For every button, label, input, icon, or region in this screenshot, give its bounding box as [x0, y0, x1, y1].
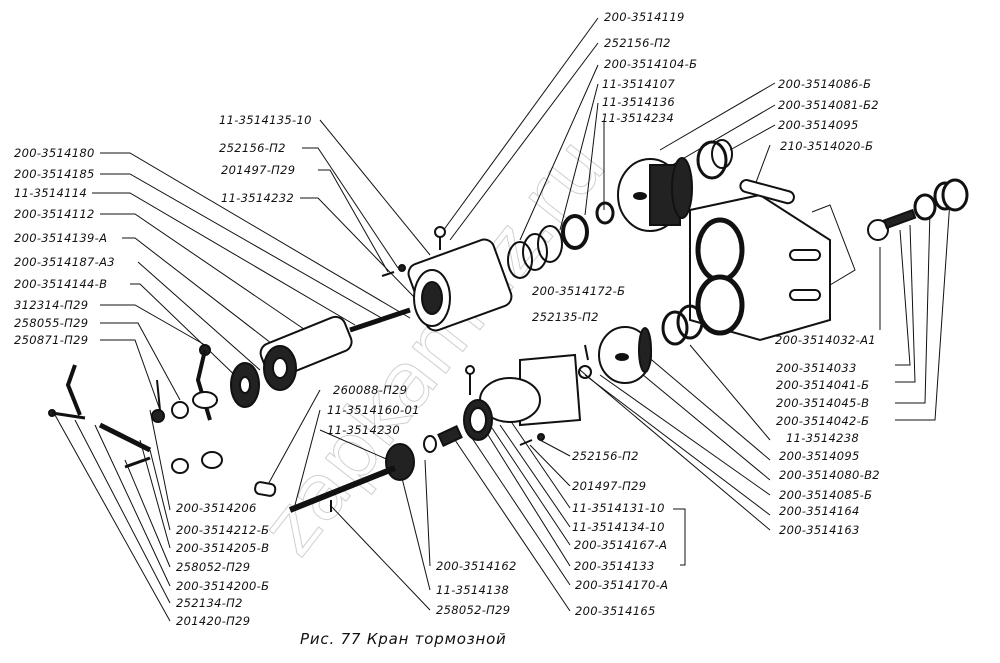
main-housing — [689, 179, 831, 342]
lower-valve-body — [463, 353, 582, 441]
part-label: 252156-П2 — [219, 141, 286, 155]
part-label: 11-3514114 — [14, 186, 87, 200]
part-label: 200-3514165 — [575, 604, 656, 618]
parts — [48, 139, 969, 513]
part-label: 200-3514086-Б — [778, 77, 872, 91]
part-label: 11-3514135-10 — [219, 113, 312, 127]
upper-piston — [617, 157, 693, 232]
part-label: 252156-П2 — [572, 449, 639, 463]
part-label: 200-3514139-А — [14, 231, 108, 245]
part-label: 200-3514081-Б2 — [778, 98, 879, 112]
part-label: 201420-П29 — [176, 614, 251, 628]
part-label: 11-3514134-10 — [572, 520, 665, 534]
part-label: 200-3514212-Б — [176, 523, 270, 537]
right-fitting — [867, 178, 969, 241]
part-label: 200-3514133 — [574, 559, 655, 573]
part-label: 201497-П29 — [221, 163, 296, 177]
part-label: 200-3514045-В — [776, 396, 870, 410]
part-label: 200-3514172-Б — [532, 284, 626, 298]
part-label: 252156-П2 — [604, 36, 671, 50]
part-label: 200-3514112 — [14, 207, 95, 221]
part-label: 250871-П29 — [14, 333, 89, 347]
part-label: 200-3514167-А — [574, 538, 668, 552]
part-label: 11-3514136 — [602, 95, 675, 109]
part-label: 252134-П2 — [176, 596, 243, 610]
small-screws — [330, 264, 589, 512]
part-label: 11-3514160-01 — [327, 403, 420, 417]
part-label: 200-3514032-А1 — [775, 333, 876, 347]
part-label: 200-3514144-В — [14, 277, 108, 291]
part-label: 201497-П29 — [572, 479, 647, 493]
part-label: 11-3514107 — [602, 77, 675, 91]
upper-shaft — [230, 307, 411, 408]
lever-linkage — [48, 344, 223, 474]
part-label: 200-3514080-В2 — [779, 468, 880, 482]
part-label: 258052-П29 — [436, 603, 511, 617]
part-label: 312314-П29 — [14, 298, 89, 312]
part-label: 260088-П29 — [333, 383, 408, 397]
part-label: 11-3514131-10 — [572, 501, 665, 515]
part-label: 200-3514041-Б — [776, 378, 870, 392]
part-label: 200-3514033 — [776, 361, 857, 375]
part-label: 200-3514042-Б — [776, 414, 870, 428]
part-label: 200-3514104-Б — [604, 57, 698, 71]
figure-caption: Рис. 77 Кран тормозной — [300, 630, 507, 648]
lower-piston — [578, 304, 704, 384]
part-label: 11-3514138 — [436, 583, 509, 597]
part-label: 210-3514020-Б — [780, 139, 874, 153]
part-label: 11-3514238 — [786, 431, 859, 445]
part-label: 200-3514085-Б — [779, 488, 873, 502]
part-label: 200-3514095 — [779, 449, 860, 463]
part-label: 200-3514163 — [779, 523, 860, 537]
upper-small-spring — [696, 139, 733, 180]
part-label: 200-3514119 — [604, 10, 685, 24]
part-label: 11-3514232 — [221, 191, 294, 205]
part-label: 200-3514205-В — [176, 541, 270, 555]
part-label: 200-3514095 — [778, 118, 859, 132]
lower-shaft — [254, 425, 463, 513]
part-label: 200-3514206 — [176, 501, 257, 515]
part-label: 252135-П2 — [532, 310, 599, 324]
part-label: 11-3514230 — [327, 423, 400, 437]
spring-stack — [507, 201, 615, 279]
part-label: 258055-П29 — [14, 316, 89, 330]
part-label: 200-3514162 — [436, 559, 517, 573]
part-label: 258052-П29 — [176, 560, 251, 574]
part-label: 200-3514200-Б — [176, 579, 270, 593]
part-label: 200-3514187-А3 — [14, 255, 115, 269]
upper-valve-body — [407, 226, 513, 332]
part-label: 200-3514164 — [779, 504, 860, 518]
part-label: 200-3514170-А — [575, 578, 669, 592]
leader-lines — [54, 17, 951, 622]
part-label: 200-3514185 — [14, 167, 95, 181]
part-label: 11-3514234 — [601, 111, 674, 125]
part-label: 200-3514180 — [14, 146, 95, 160]
